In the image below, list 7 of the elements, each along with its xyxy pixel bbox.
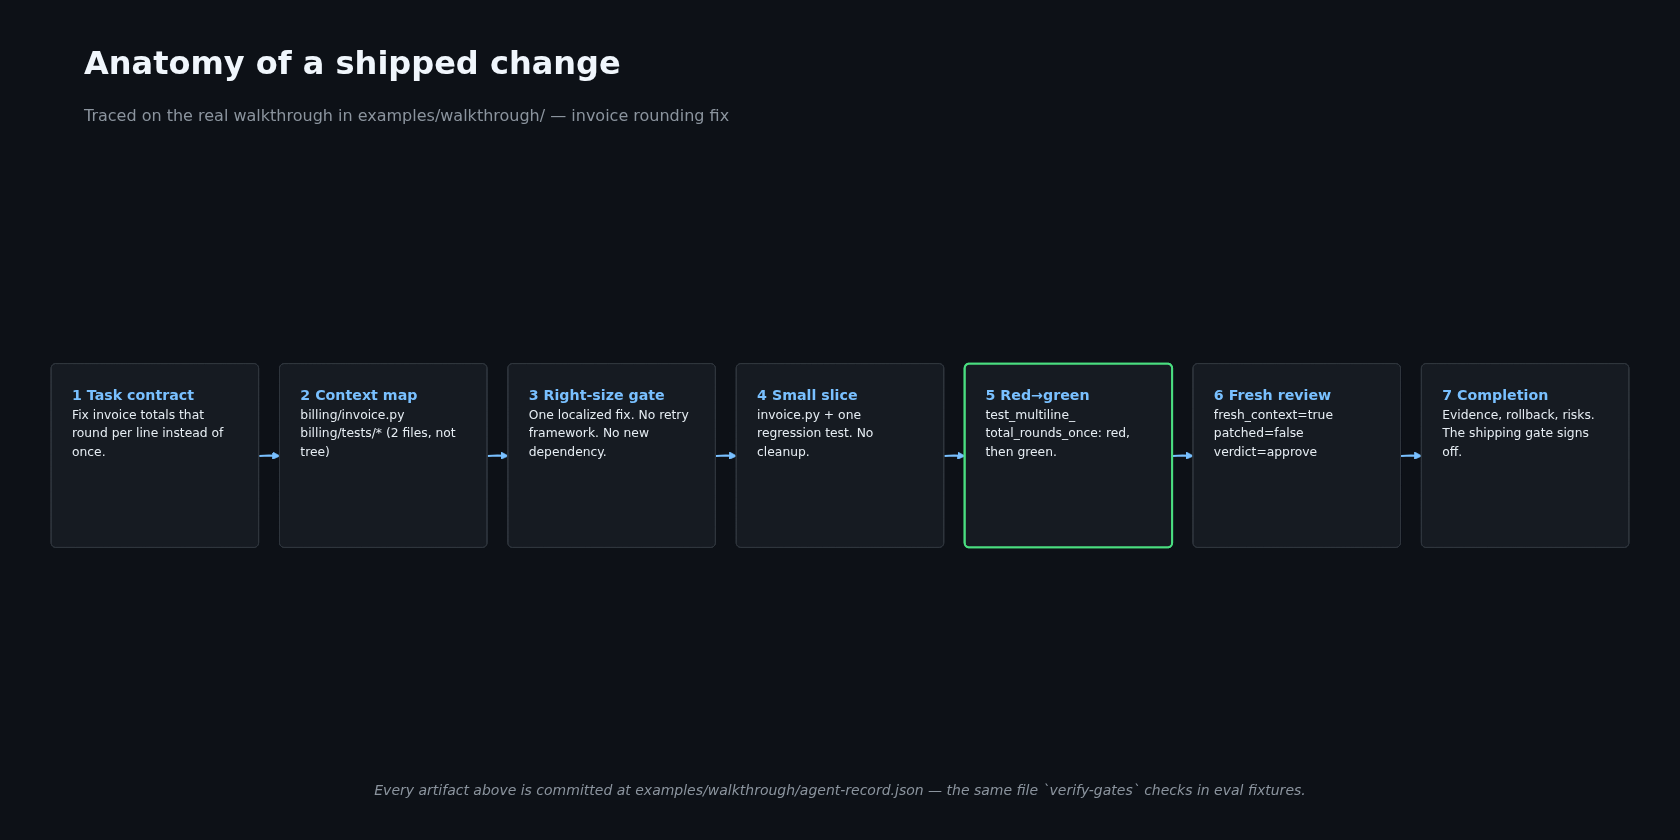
arrow [258,451,281,460]
arrow [1400,451,1423,460]
arrow [486,451,509,460]
arrow [714,451,738,460]
title: Anatomy of a shipped change [84,44,621,82]
subtitle: Traced on the real walkthrough in examples/walkthrough/ — invoice rounding fix [84,106,730,125]
caption: Every artifact above is committed at examples/walkthrough/agent-record.json — the same file `verify-gates` checks in eval fixtures. [374,782,1306,798]
